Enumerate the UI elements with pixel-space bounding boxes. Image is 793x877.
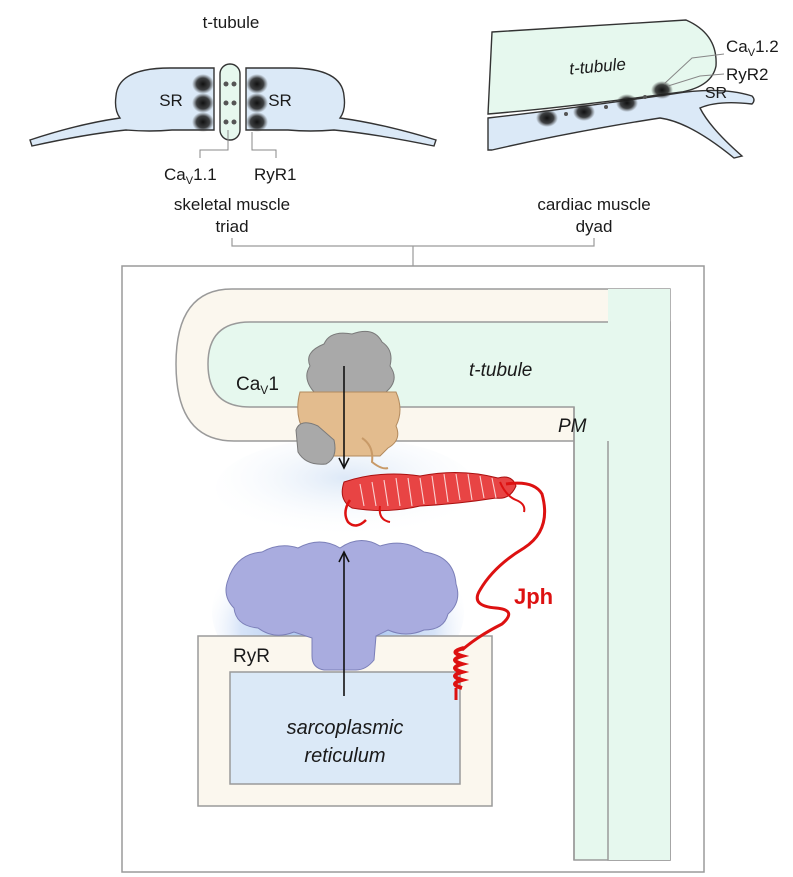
- skeletal-caption-line1: skeletal muscle: [174, 195, 290, 214]
- skeletal-ryr-leader: [251, 132, 277, 158]
- skeletal-ttubule-label: t-tubule: [203, 13, 260, 32]
- ryr-protein: [225, 540, 459, 671]
- detail-ttubule-label: t-tubule: [469, 360, 532, 381]
- cardiac-ryr-leader: [667, 73, 725, 87]
- detail-panel: CaV1 t-tubule PM Jph RyR sarcoplasmic re…: [121, 265, 705, 873]
- skeletal-ttubule: [219, 63, 241, 141]
- detail-sr-line2: reticulum: [304, 745, 385, 767]
- cardiac-cav-leader: [663, 53, 725, 85]
- cardiac-dyad-panel: t-tubule CaV1.2 RyR2 SR cardiac muscle d…: [487, 19, 779, 236]
- skeletal-cav-label: CaV1.1: [164, 165, 217, 187]
- skeletal-ryr-label: RyR1: [254, 165, 297, 184]
- ttubule-right-column: [608, 289, 670, 860]
- skeletal-sr-right-label: SR: [268, 91, 292, 110]
- skeletal-sr-left: [29, 67, 215, 147]
- cardiac-caption-line2: dyad: [576, 217, 613, 236]
- cav-down-arrowhead: [338, 457, 350, 470]
- cardiac-cav-label: CaV1.2: [726, 37, 779, 59]
- detail-sr-line1: sarcoplasmic: [287, 717, 404, 739]
- cav1-protein: [295, 330, 401, 470]
- skeletal-sr-left-label: SR: [159, 91, 183, 110]
- cardiac-sr-label: SR: [705, 85, 727, 102]
- detail-jph-label: Jph: [514, 584, 553, 609]
- skeletal-cav-leader: [199, 130, 229, 158]
- skeletal-channel-clusters: [192, 74, 268, 132]
- detail-pm-label: PM: [558, 416, 587, 437]
- cardiac-ryr-label: RyR2: [726, 65, 769, 84]
- skeletal-caption-line2: triad: [215, 217, 248, 236]
- sr-lumen: [229, 671, 461, 785]
- cardiac-channel-clusters: [536, 81, 673, 127]
- detail-cav-label: CaV1: [236, 374, 279, 397]
- cardiac-caption-line1: cardiac muscle: [537, 195, 650, 214]
- skeletal-sr-right: [245, 67, 437, 147]
- detail-ryr-label: RyR: [233, 646, 270, 667]
- skeletal-triad-panel: t-tubule SR SR CaV1.1 RyR1 skeletal musc…: [29, 13, 437, 236]
- caption-connector: [231, 238, 595, 266]
- ryr-up-arrowhead: [338, 550, 350, 563]
- junctophilin-protein: [341, 471, 547, 700]
- cardiac-ttubule-label: t-tubule: [568, 55, 626, 79]
